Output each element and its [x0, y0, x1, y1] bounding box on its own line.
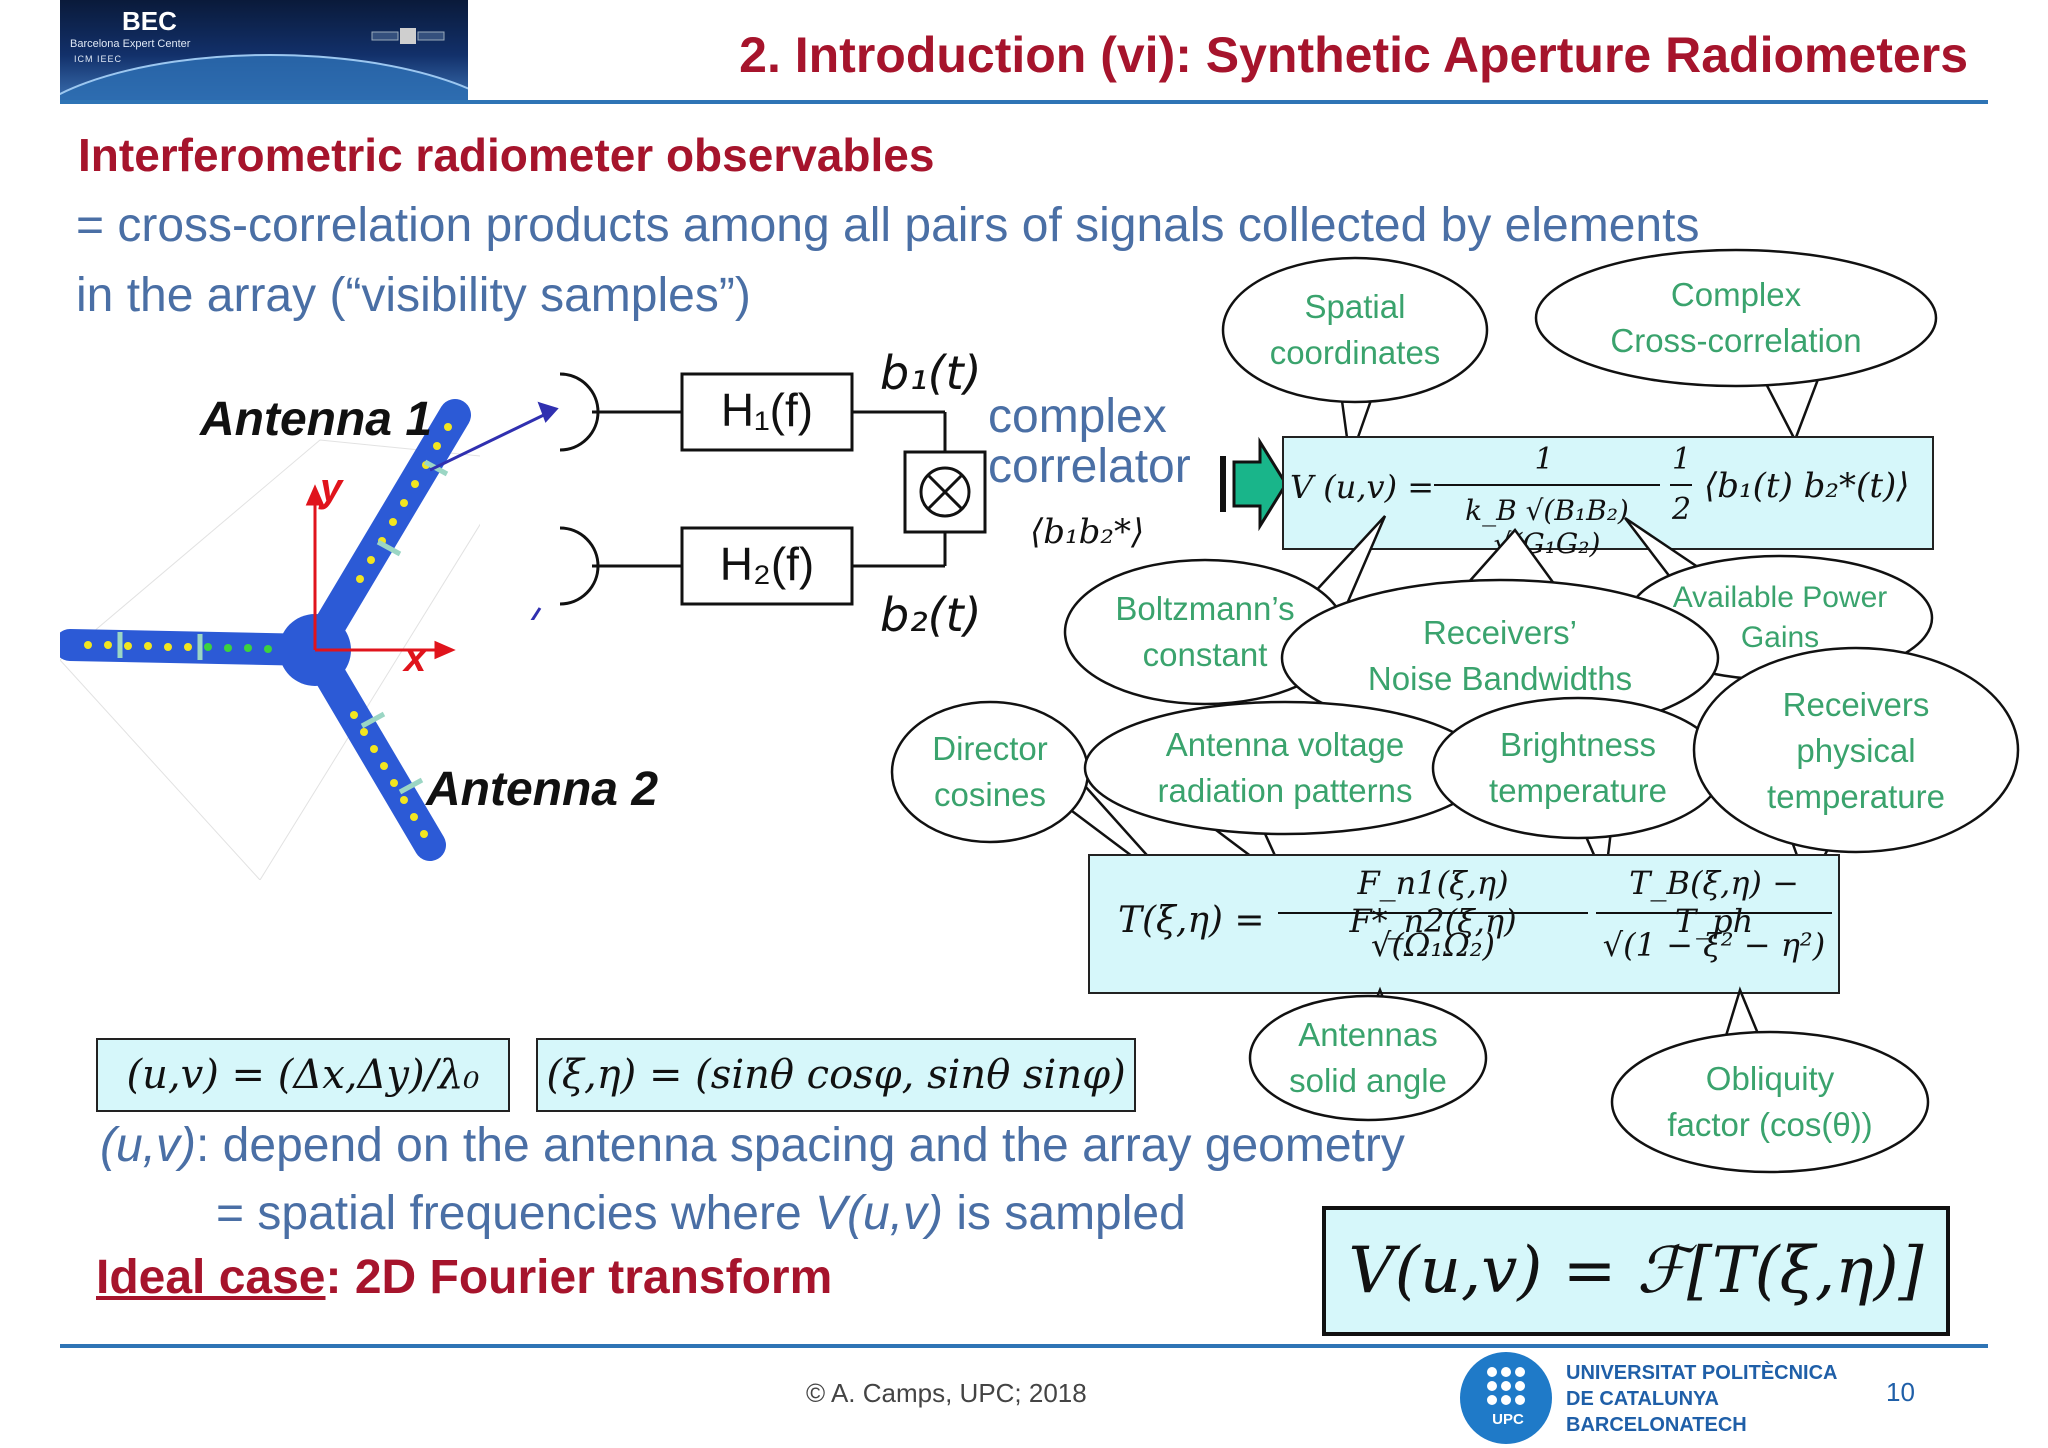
- fourier-equation: V(u,v) = ℱ[T(ξ,η)]: [1348, 1234, 1924, 1308]
- bec-logo: BEC Barcelona Expert Center ICM IEEC: [60, 0, 468, 100]
- signal-b2-label: b₂(t): [880, 588, 982, 642]
- temperature-denominator-2: √(1 − ξ² − η²): [1602, 926, 1826, 964]
- filter-h2-label: H₂(f): [719, 538, 815, 590]
- filter-h1-box: [680, 372, 854, 452]
- callout-solid-angle: [1248, 994, 1488, 1122]
- axis-x-label: x: [404, 636, 427, 680]
- ideal-case-line: Ideal case: 2D Fourier transform: [96, 1251, 833, 1304]
- fourier-equation-box: V(u,v) = ℱ[T(ξ,η)]: [1322, 1206, 1950, 1336]
- visibility-correlation: ⟨b₁(t) b₂*(t)⟩: [1704, 466, 1910, 506]
- temperature-fraction-bar-2: [1596, 912, 1832, 914]
- temperature-numerator-1: F_n1(ξ,η) F*_n2(ξ,η): [1349, 864, 1517, 940]
- visibility-numerator: 1: [1534, 442, 1554, 477]
- correlator-label-2: correlator: [988, 440, 1191, 493]
- correlator-output: ⟨b₁b₂*⟩: [1030, 512, 1145, 552]
- multiplier-icon: [919, 466, 971, 518]
- half-denominator: 2: [1672, 492, 1692, 527]
- half-fraction-bar: [1670, 484, 1692, 486]
- callout-spatial-coords: [1221, 256, 1489, 404]
- callout-obliquity: [1610, 1030, 1930, 1174]
- earth-graphic: [60, 28, 468, 100]
- satellite-icon: [371, 28, 445, 44]
- callout-phys-temp: [1692, 646, 2020, 854]
- axis-y-label: y: [320, 466, 343, 510]
- upc-logo-dots: [1487, 1367, 1525, 1405]
- definition-line-2: in the array (“visibility samples”): [76, 269, 751, 322]
- header-rule: [60, 100, 1988, 104]
- signal-b1-label: b₁(t): [880, 346, 982, 400]
- page-number: 10: [1886, 1377, 1915, 1407]
- antenna-1-label: Antenna 1: [200, 393, 433, 446]
- filter-h2-box: [680, 526, 854, 606]
- green-arrow-icon: [1220, 436, 1288, 532]
- uv-definition: (u,v) = (Δx,Δy)/λ₀: [126, 1052, 480, 1098]
- half-numerator: 1: [1672, 442, 1692, 477]
- y-array-illustration: [60, 399, 480, 880]
- antenna-2-label: Antenna 2: [426, 763, 659, 816]
- footer-copyright: © A. Camps, UPC; 2018: [806, 1378, 1087, 1408]
- signal-wires: [592, 410, 947, 568]
- temperature-lhs: T(ξ,η) =: [1118, 900, 1265, 941]
- upc-logo-text: UPC: [1492, 1411, 1524, 1428]
- slide-title: 2. Introduction (vi): Synthetic Aperture…: [739, 27, 1968, 83]
- correlator-label-1: complex: [988, 390, 1167, 443]
- logo-brand: BEC: [122, 6, 177, 36]
- filter-h1-label: H₁(f): [720, 384, 814, 436]
- temperature-fraction-bar-1: [1278, 912, 1588, 914]
- sampled-description: = spatial frequencies where V(u,v) is sa…: [216, 1187, 1186, 1240]
- visibility-equation-box: V (u,v) = 1 k_B √(B₁B₂) √(G₁G₂) 1 2 ⟨b₁(…: [1282, 436, 1934, 560]
- section-heading: Interferometric radiometer observables: [78, 129, 935, 181]
- correlator-block-diagram: [430, 372, 987, 620]
- visibility-fraction-bar: [1434, 484, 1660, 486]
- xieta-definition-box: (ξ,η) = (sinθ cosφ, sinθ sinφ): [536, 1038, 1136, 1112]
- antenna-elements: [84, 423, 452, 838]
- university-name: UNIVERSITAT POLITÈCNICA DE CATALUNYA BAR…: [1566, 1362, 1838, 1436]
- logo-subtitle: Barcelona Expert Center: [70, 38, 191, 50]
- uv-description: (u,v): depend on the antenna spacing and…: [100, 1119, 1405, 1172]
- pointer-arrows: [430, 401, 559, 620]
- uv-definition-box: (u,v) = (Δx,Δy)/λ₀: [96, 1038, 510, 1112]
- definition-line-1: = cross-correlation products among all p…: [76, 199, 1700, 252]
- footer-rule: [60, 1344, 1988, 1348]
- temperature-numerator-2: T_B(ξ,η) − T_ph: [1629, 864, 1799, 940]
- xy-axes: [305, 484, 456, 660]
- callout-complex-xcorr: [1534, 248, 1938, 388]
- temperature-equation-box: T(ξ,η) = F_n1(ξ,η) F*_n2(ξ,η) √(Ω₁Ω₂) T_…: [1088, 854, 1840, 994]
- upc-logo: [1460, 1352, 1552, 1444]
- callout-text-noisebw: Receivers’Noise Bandwidths: [1367, 614, 1633, 697]
- arm-segments: [117, 459, 449, 795]
- xieta-definition: (ξ,η) = (sinθ cosφ, sinθ sinφ): [546, 1052, 1126, 1098]
- temperature-denominator-1: √(Ω₁Ω₂): [1370, 926, 1496, 964]
- logo-partners: ICM IEEC: [74, 54, 123, 64]
- visibility-lhs: V (u,v) =: [1290, 468, 1435, 506]
